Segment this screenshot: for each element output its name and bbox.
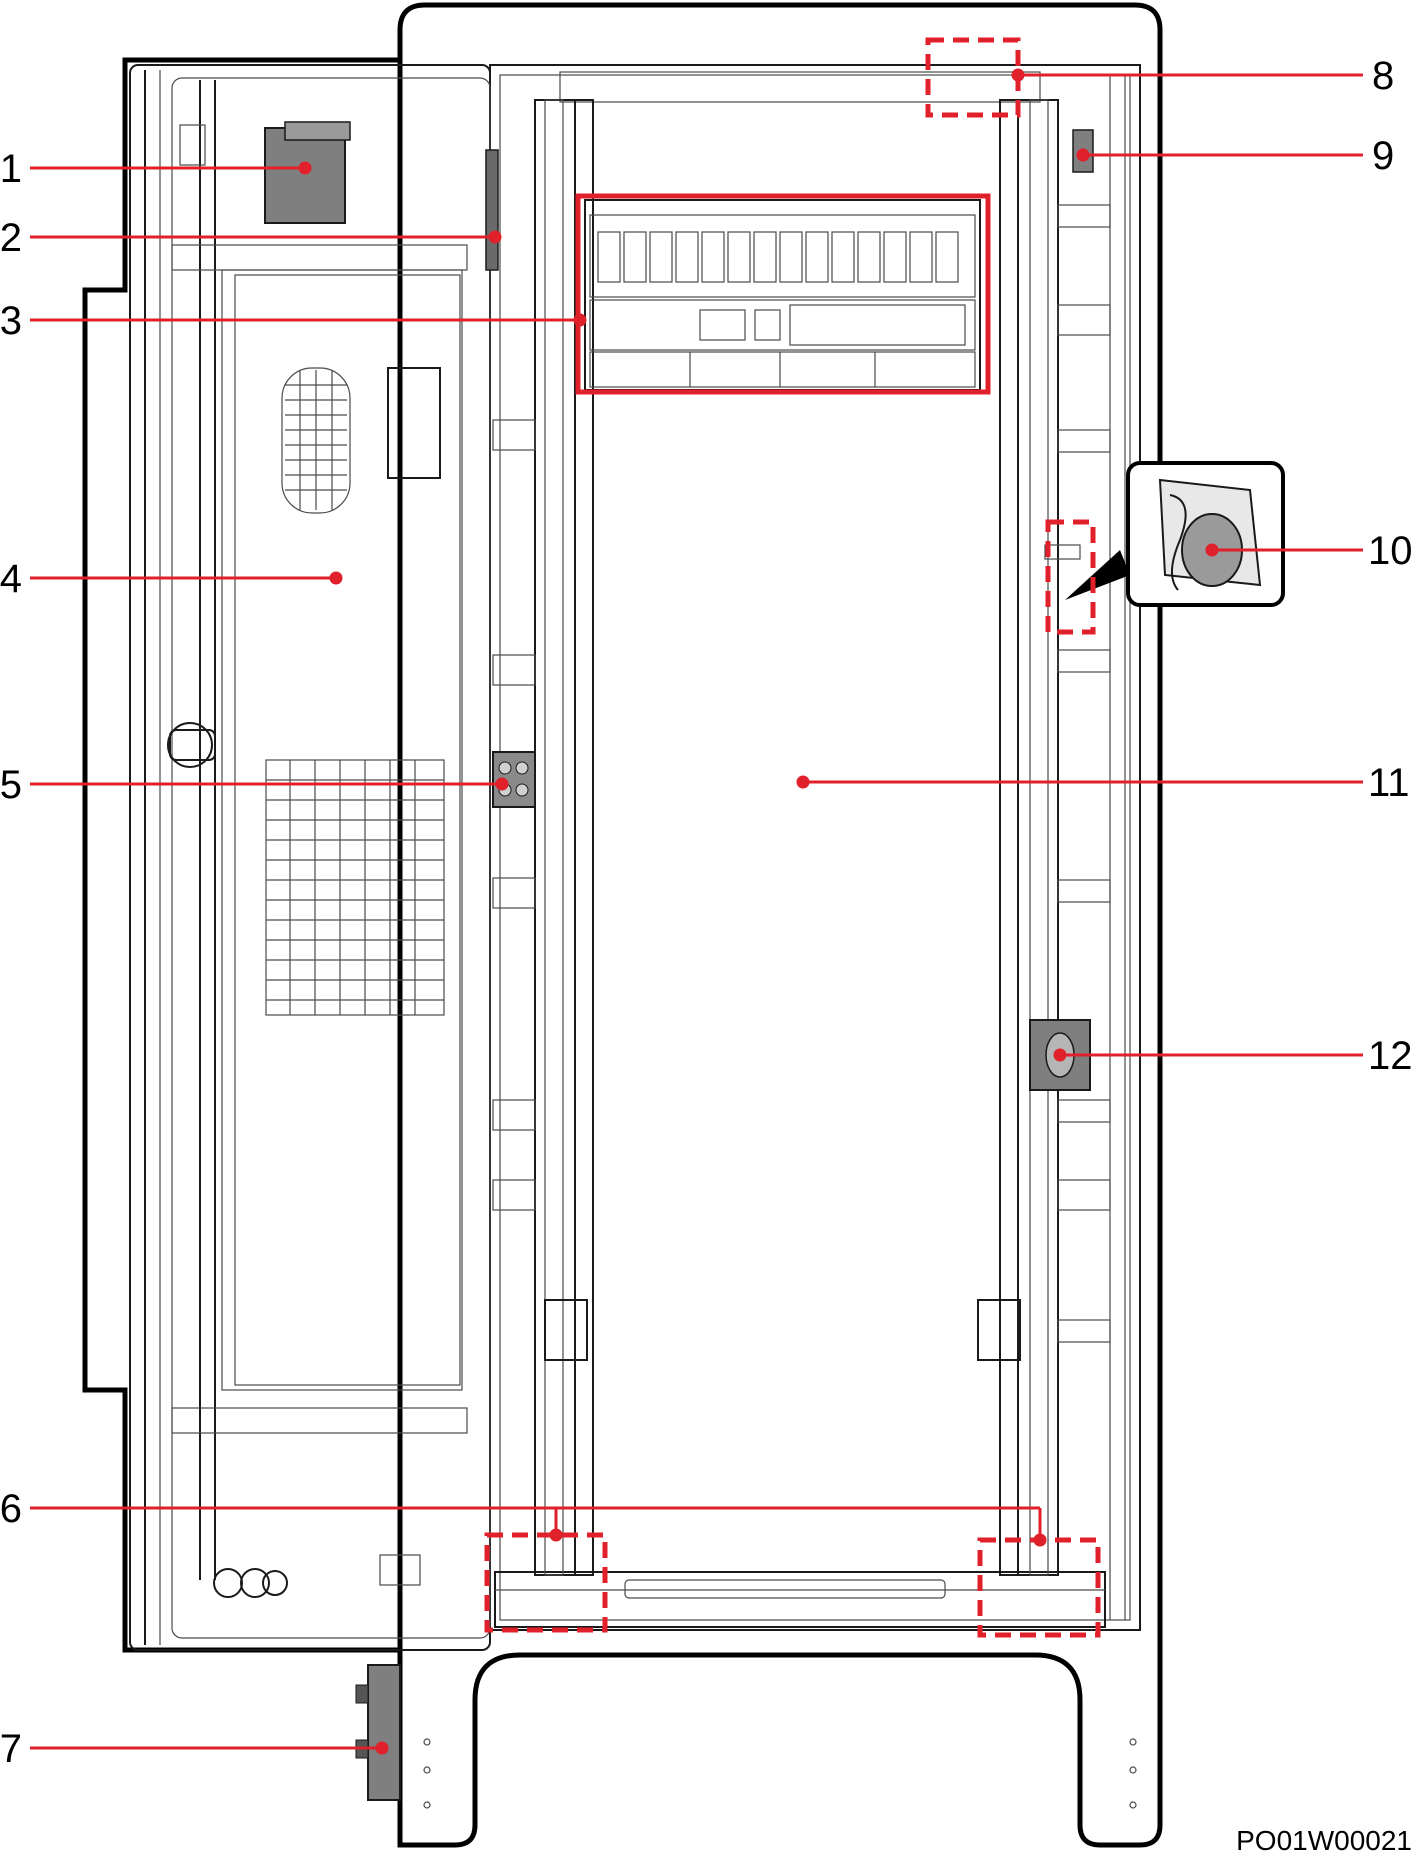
highlight-subrack (575, 193, 991, 395)
callout-12: 12 (1368, 1034, 1413, 1078)
fan-grille-upper (281, 367, 351, 514)
cable-entry-7 (355, 1664, 401, 1801)
highlight-8 (925, 37, 1021, 118)
latch-zoom-inset (1065, 461, 1285, 607)
callout-labels: 1 2 3 4 5 6 7 8 9 10 11 12 (0, 54, 1413, 1771)
door-sensor-2 (485, 149, 499, 271)
rack-rails (492, 99, 1111, 1576)
highlight-6-left (484, 1532, 608, 1633)
callout-1: 1 (0, 147, 22, 191)
highlight-boxes (484, 37, 1101, 1638)
door (82, 55, 491, 1653)
door-electrical-module (387, 367, 441, 479)
door-control-box-top (284, 121, 351, 141)
ground-bar (492, 751, 536, 808)
callout-10: 10 (1368, 529, 1413, 573)
callout-3: 3 (0, 299, 22, 343)
door-control-box (264, 127, 346, 224)
figure-code: PO01W00021 (1236, 1825, 1412, 1856)
latch-10-location (1044, 544, 1081, 560)
callout-2: 2 (0, 216, 22, 260)
highlight-6-right (977, 1537, 1101, 1638)
callout-6: 6 (0, 1487, 22, 1531)
callout-11: 11 (1368, 761, 1410, 805)
callout-8: 8 (1372, 54, 1394, 98)
callout-4: 4 (0, 557, 22, 601)
power-subrack (584, 199, 981, 391)
callout-5: 5 (0, 763, 22, 807)
callout-7: 7 (0, 1727, 22, 1771)
fan-grille-lower (265, 759, 445, 1016)
highlight-latch (1045, 519, 1096, 635)
callout-9: 9 (1372, 134, 1394, 178)
leader-lines (30, 68, 1363, 1755)
